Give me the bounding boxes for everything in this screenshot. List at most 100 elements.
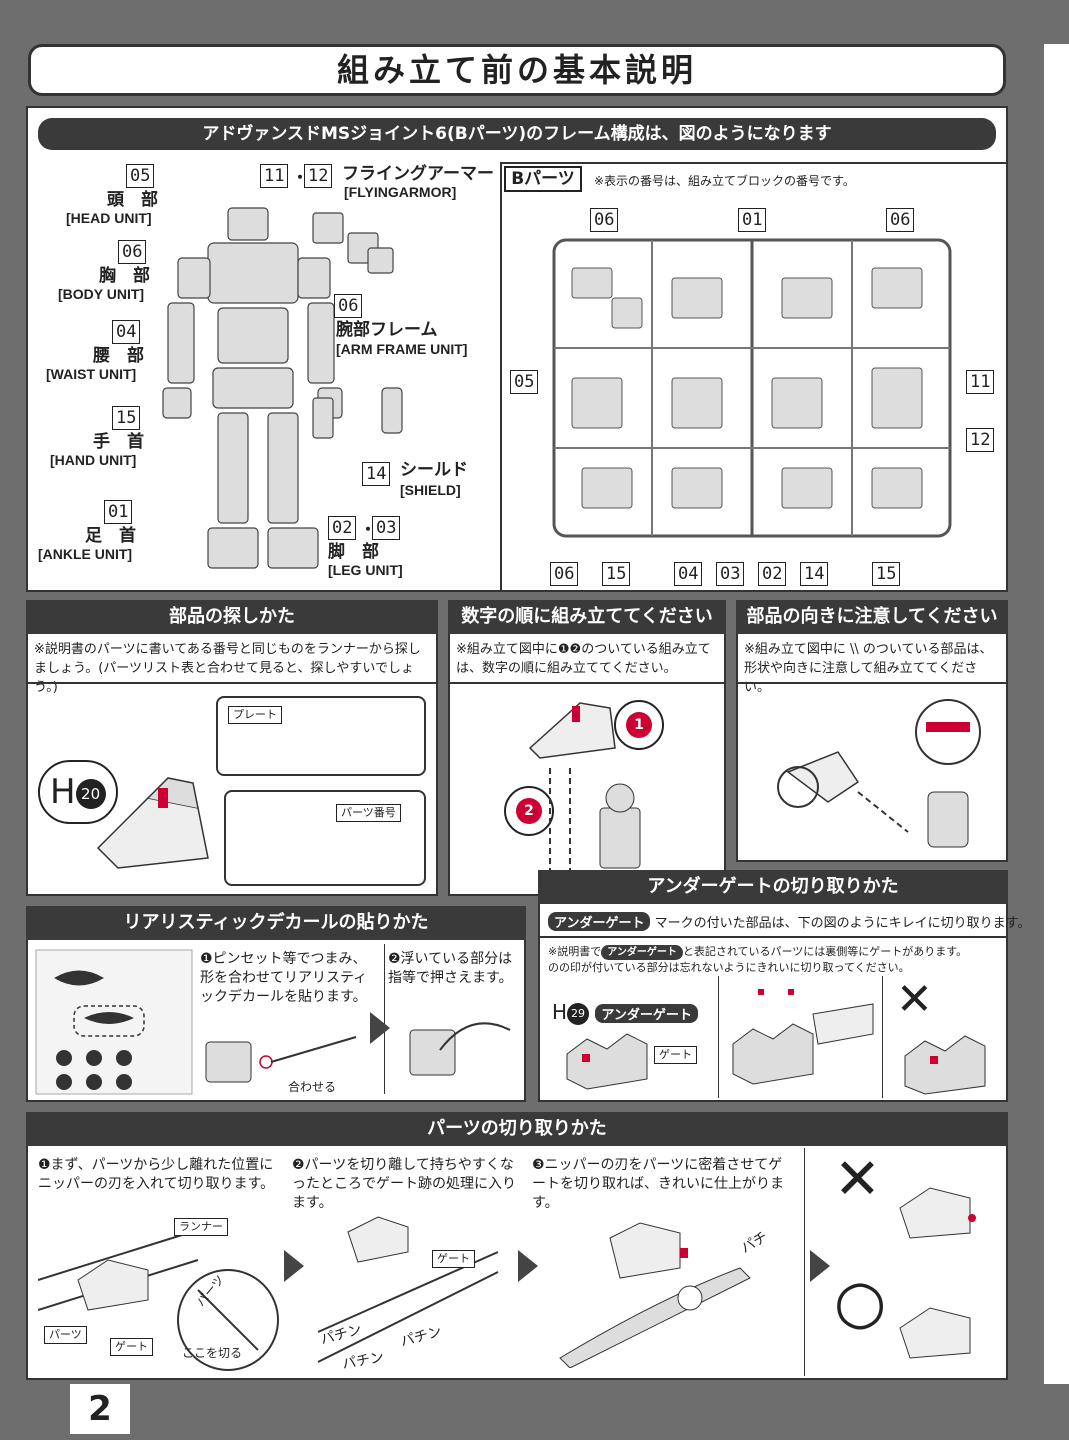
undergate-note-post: と表記されているパーツには裏側等にゲートがあります。 [682,945,968,958]
flyingarmor-illustration [312,212,394,274]
undergate-part-num: 29 [567,1002,590,1025]
flying-en: [FLYINGARMOR] [344,184,457,200]
step-1-num: 1 [626,712,652,738]
runner-num-right-1: 11 [966,370,995,394]
undergate-note-pill: アンダーゲート [601,945,683,960]
part-illustration [96,777,209,869]
step-2-num: 2 [516,798,542,824]
runner-num-right-2: 12 [966,428,995,452]
leg-num-1: 02 [328,516,357,540]
cutting-section: パーツの切り取りかた ❶まず、パーツから少し離れた位置にニッパーの刃を入れて切り… [26,1112,1008,1380]
undergate-part-pill: アンダーゲート [595,1004,698,1023]
runner-illustration [552,238,952,538]
cutting-arrow-1-icon [284,1250,304,1282]
find-parts-section: 部品の探しかた ※説明書のパーツに書いてある番号と同じものをランナーから探しまし… [26,600,438,896]
step-1-circle: 1 [614,700,664,750]
flying-jp: フライングアーマー [342,164,494,184]
undergate-cut-illustration [732,989,874,1085]
unit-jp-body: 胸 部 [99,266,150,286]
undergate-note-2: のの印が付いている部分は忘れないようにきれいに切り取ってください。 [548,961,910,974]
decal-header: リアリスティックデカールの貼りかた [26,906,526,940]
cutting-step-3-illustration [559,1222,751,1368]
step-2-circle: 2 [504,786,554,836]
direction-note: ※組み立て図中に \\ のついている部品は、形状や向きに注意して組み立ててくださ… [744,642,993,695]
hand-illustration [312,397,334,439]
shield-en: [SHIELD] [400,482,461,498]
leg-jp: 脚 部 [328,542,379,562]
direction-header: 部品の向きに注意してください [736,600,1008,634]
unit-en-waist: [WAIST UNIT] [46,366,137,382]
leg-en: [LEG UNIT] [328,562,403,578]
unit-num-body: 06 [118,240,147,264]
unit-num-hand: 15 [112,406,141,430]
cutting-arrow-3-icon [810,1250,830,1282]
arm-num: 06 [334,294,363,318]
undergate-desc: マークの付いた部品は、下の図のようにキレイに切り取ります。 [654,916,1031,931]
decal-sheet-illustration [35,949,193,1095]
decal-arrow-icon [370,1012,390,1044]
gate-callout-1: ゲート [110,1338,153,1356]
adjacent-page-edge [1044,44,1069,1384]
runner-num-top-1: 06 [590,208,619,232]
part-number-zoom: パーツ番号 [224,790,426,886]
unit-num-ankle: 01 [104,500,133,524]
frame-structure-section: アドヴァンスドMSジョイント6(Bパーツ)のフレーム構成は、図のようになります [26,106,1008,592]
cut-here-label: ここを切る [182,1346,243,1360]
decal-align-label: 合わせる [288,1080,337,1094]
unit-jp-waist: 腰 部 [93,346,144,366]
runner-num-left-1: 05 [510,370,539,394]
undergate-note: ※説明書でアンダーゲートと表記されているパーツには裏側等にゲートがあります。 の… [548,944,1000,975]
cutting-o-mark: ○ [834,1267,887,1337]
cutting-step-1: ❶まず、パーツから少し離れた位置にニッパーの刃を入れて切り取ります。 [38,1157,275,1192]
direction-illustration [777,699,981,848]
unit-jp-ankle: 足 首 [85,526,136,546]
undergate-x-mark: ✕ [896,974,933,1025]
decal-finger-illustration [409,1022,511,1076]
frame-banner: アドヴァンスドMSジョイント6(Bパーツ)のフレーム構成は、図のようになります [38,118,996,150]
cutting-step-2: ❷パーツを切り離して持ちやすくなったところでゲート跡の処理に入ります。 [292,1157,516,1211]
unit-en-hand: [HAND UNIT] [50,452,137,468]
cutting-x-mark: ✕ [834,1147,881,1212]
order-illustration [528,702,641,878]
order-header: 数字の順に組み立ててください [448,600,726,634]
order-section: 数字の順に組み立ててください ※組み立て図中に❶❷のついている組み立ては、数字の… [448,600,726,896]
decal-step-2: ❷浮いている部分は指等で押さえます。 [388,951,513,986]
runner-num-top-3: 06 [886,208,915,232]
runner-num-bottom-4: 03 [716,562,745,586]
page-title: 組み立て前の基本説明 [28,44,1006,96]
part-label-letter: H [50,772,76,812]
decal-step-1: ❶ピンセット等でつまみ、形を合わせてリアリスティックデカールを貼ります。 [200,951,368,1005]
find-parts-note: ※説明書のパーツに書いてある番号と同じものをランナーから探しましょう。(パーツリ… [34,642,421,695]
plate-zoom: プレート [216,696,426,776]
bparts-runner-panel: Bパーツ ※表示の番号は、組み立てブロックの番号です。 06 01 06 05 … [500,162,1008,592]
undergate-header: アンダーゲートの切り取りかた [538,870,1008,904]
runner-num-bottom-7: 15 [872,562,901,586]
unit-en-ankle: [ANKLE UNIT] [38,546,133,562]
unit-en-head: [HEAD UNIT] [66,210,152,226]
shield-num: 14 [362,462,391,486]
cutting-header: パーツの切り取りかた [26,1112,1008,1146]
runner-num-bottom-1: 06 [550,562,579,586]
part-label-num: 20 [75,778,106,809]
gate-callout-2: ゲート [432,1250,475,1268]
unit-num-head: 05 [126,164,155,188]
cutting-arrow-2-icon [518,1250,538,1282]
decal-tweezers-illustration [205,1036,357,1083]
runner-num-bottom-3: 04 [674,562,703,586]
direction-section: 部品の向きに注意してください ※組み立て図中に \\ のついている部品は、形状や… [736,600,1008,862]
arm-jp: 腕部フレーム [336,320,438,340]
bparts-note: ※表示の番号は、組み立てブロックの番号です。 [594,174,855,188]
plate-callout: プレート [228,706,282,724]
runner-num-bottom-5: 02 [758,562,787,586]
find-parts-header: 部品の探しかた [26,600,438,634]
runner-num-top-2: 01 [738,208,767,232]
cutting-step-3: ❸ニッパーの刃をパーツに密着させてゲートを切り取れば、きれいに仕上がります。 [532,1157,784,1211]
cutting-step-1-illustration [38,1229,279,1371]
arm-en: [ARM FRAME UNIT] [336,341,468,357]
page-number: 2 [70,1384,130,1434]
undergate-desc-row: アンダーゲート マークの付いた部品は、下の図のようにキレイに切り取ります。 [548,912,1030,931]
unit-en-body: [BODY UNIT] [58,286,145,302]
runner-callout: ランナー [174,1218,228,1236]
cutting-good-illustration [899,1307,971,1359]
undergate-gate-callout: ゲート [654,1046,697,1064]
